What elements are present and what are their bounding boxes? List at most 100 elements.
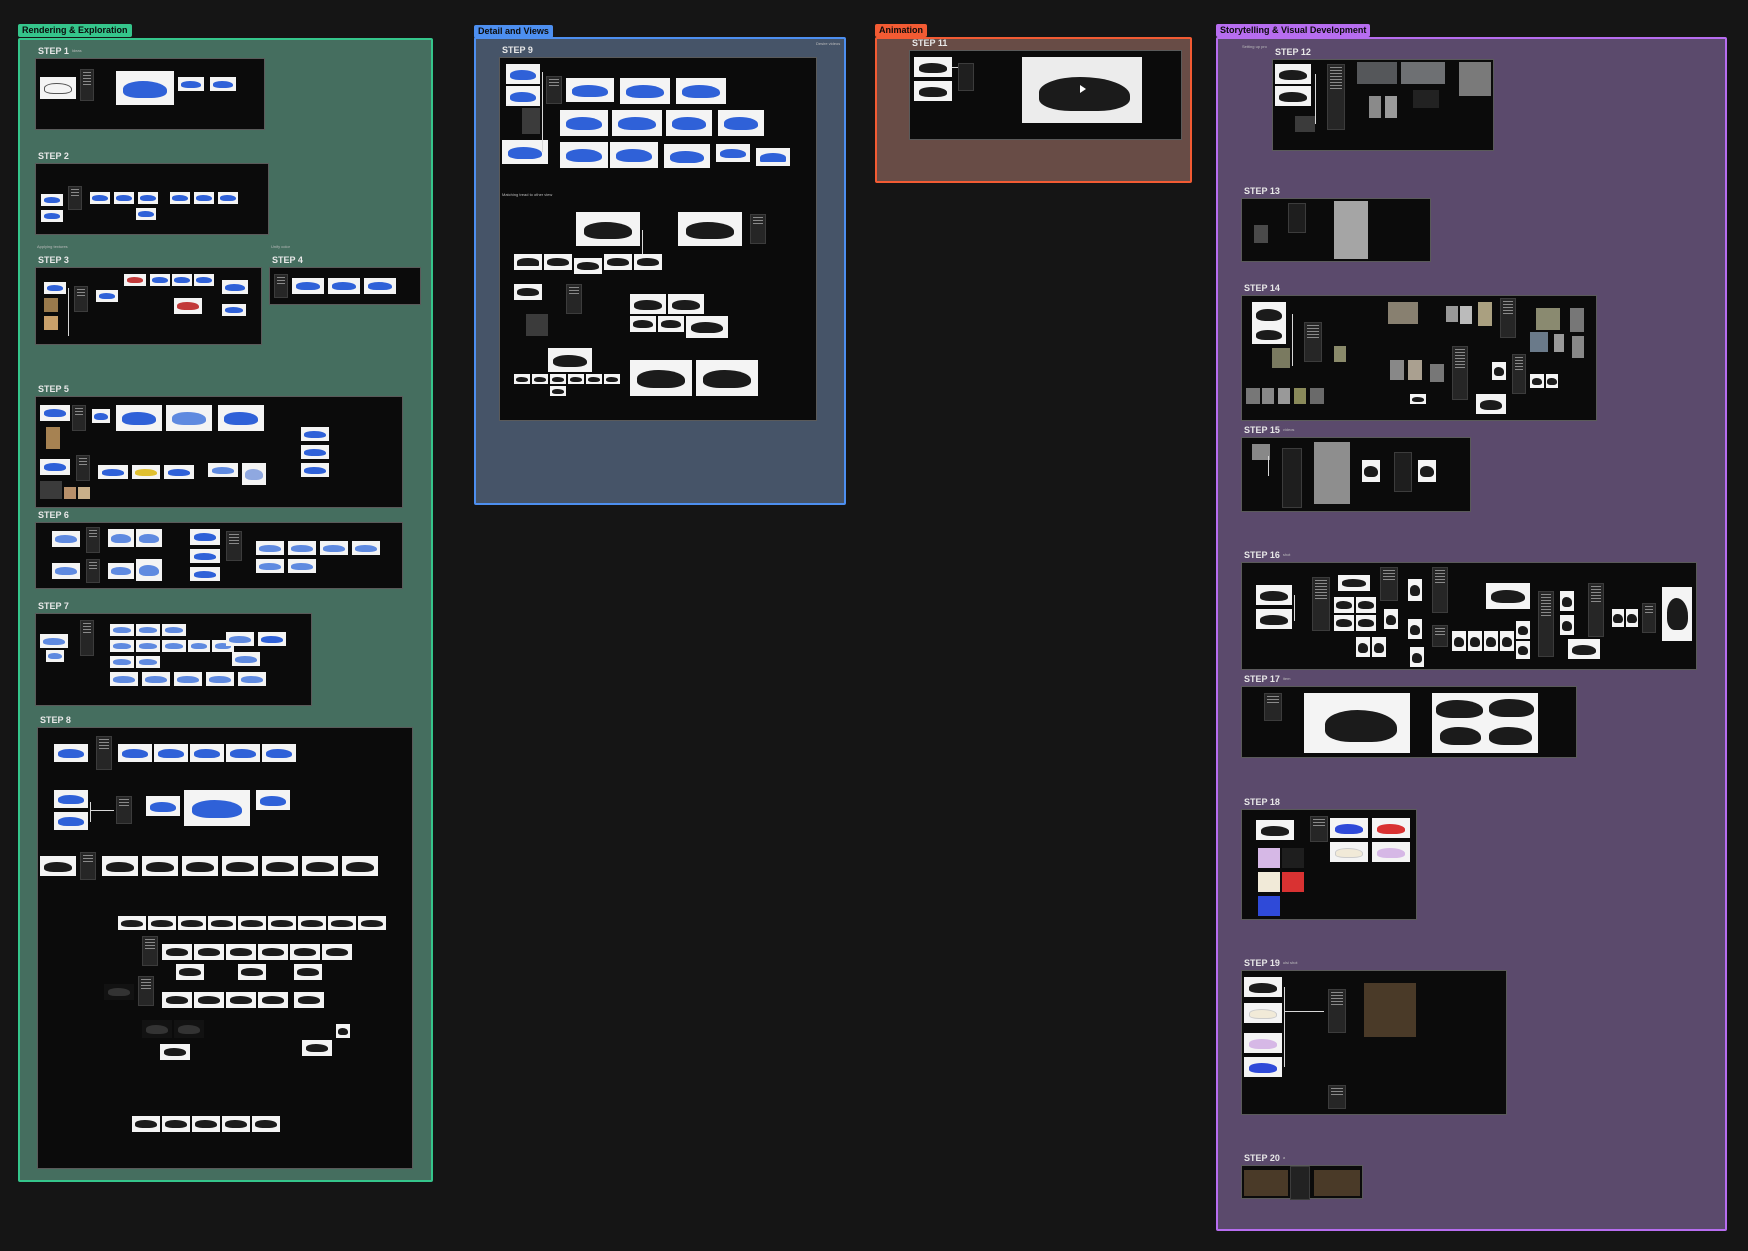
render-thumbnail[interactable] bbox=[162, 624, 186, 636]
render-thumbnail[interactable] bbox=[320, 541, 348, 555]
hero-render-thumbnail[interactable] bbox=[1304, 693, 1410, 753]
render-thumbnail[interactable] bbox=[1560, 591, 1574, 611]
color-swatch-cream[interactable] bbox=[1258, 872, 1280, 892]
render-thumbnail[interactable] bbox=[686, 316, 728, 338]
section-label-rendering[interactable]: Rendering & Exploration bbox=[18, 24, 132, 37]
step-1-frame[interactable] bbox=[35, 58, 265, 130]
render-thumbnail[interactable] bbox=[1356, 637, 1370, 657]
render-thumbnail[interactable] bbox=[54, 744, 88, 762]
render-thumbnail[interactable] bbox=[226, 632, 254, 646]
render-thumbnail[interactable] bbox=[218, 192, 238, 204]
photo-thumbnail[interactable] bbox=[1446, 306, 1458, 322]
render-thumbnail[interactable] bbox=[256, 790, 290, 810]
render-thumbnail[interactable] bbox=[1410, 647, 1424, 667]
render-thumbnail[interactable] bbox=[664, 144, 710, 168]
step-18-frame[interactable] bbox=[1241, 809, 1417, 920]
step-7-frame[interactable] bbox=[35, 613, 312, 706]
photo-thumbnail[interactable] bbox=[1295, 116, 1315, 132]
render-thumbnail[interactable] bbox=[226, 992, 256, 1008]
render-thumbnail[interactable] bbox=[576, 212, 640, 246]
render-thumbnail[interactable] bbox=[604, 374, 620, 384]
render-thumbnail[interactable] bbox=[176, 964, 204, 980]
render-thumbnail[interactable] bbox=[1356, 615, 1376, 631]
render-thumbnail[interactable] bbox=[336, 1024, 350, 1038]
texture-thumbnail[interactable] bbox=[64, 487, 76, 499]
photo-thumbnail[interactable] bbox=[1334, 346, 1346, 362]
photo-thumbnail[interactable] bbox=[1459, 62, 1491, 96]
render-thumbnail[interactable] bbox=[238, 672, 266, 686]
scene-photo-thumbnail[interactable] bbox=[1364, 983, 1416, 1037]
render-thumbnail[interactable] bbox=[40, 405, 70, 421]
render-thumbnail[interactable] bbox=[262, 744, 296, 762]
render-thumbnail[interactable] bbox=[1486, 583, 1530, 609]
texture-thumbnail[interactable] bbox=[40, 481, 62, 499]
colorway-thumbnail[interactable] bbox=[1330, 842, 1368, 862]
color-swatch-red[interactable] bbox=[1282, 872, 1304, 892]
render-thumbnail[interactable] bbox=[258, 632, 286, 646]
render-thumbnail[interactable] bbox=[44, 282, 66, 294]
render-thumbnail[interactable] bbox=[222, 1116, 250, 1132]
render-thumbnail[interactable] bbox=[1338, 575, 1370, 591]
render-thumbnail[interactable] bbox=[118, 916, 146, 930]
render-thumbnail[interactable] bbox=[184, 790, 250, 826]
step-3-frame[interactable] bbox=[35, 267, 262, 345]
section-label-animation[interactable]: Animation bbox=[875, 24, 927, 37]
render-thumbnail[interactable] bbox=[630, 294, 666, 314]
step-11-frame[interactable] bbox=[909, 50, 1182, 140]
render-thumbnail[interactable] bbox=[54, 790, 88, 808]
render-thumbnail[interactable] bbox=[514, 374, 530, 384]
render-thumbnail[interactable] bbox=[136, 208, 156, 220]
render-thumbnail[interactable] bbox=[226, 944, 256, 960]
render-thumbnail[interactable] bbox=[118, 744, 152, 762]
photo-thumbnail[interactable] bbox=[1294, 388, 1306, 404]
render-thumbnail[interactable] bbox=[110, 624, 134, 636]
render-thumbnail[interactable] bbox=[352, 541, 380, 555]
render-thumbnail[interactable] bbox=[162, 992, 192, 1008]
render-thumbnail[interactable] bbox=[41, 210, 63, 222]
render-thumbnail[interactable] bbox=[194, 192, 214, 204]
render-thumbnail[interactable] bbox=[1275, 64, 1311, 84]
texture-thumbnail[interactable] bbox=[44, 298, 58, 312]
render-thumbnail[interactable] bbox=[92, 409, 110, 423]
render-thumbnail[interactable] bbox=[550, 374, 566, 384]
photo-thumbnail[interactable] bbox=[1388, 302, 1418, 324]
render-thumbnail[interactable] bbox=[322, 944, 352, 960]
photo-thumbnail[interactable] bbox=[1478, 302, 1492, 326]
photo-thumbnail[interactable] bbox=[1401, 62, 1445, 84]
render-thumbnail[interactable] bbox=[548, 348, 592, 372]
render-thumbnail[interactable] bbox=[328, 916, 356, 930]
step-13-frame[interactable] bbox=[1241, 198, 1431, 262]
photo-thumbnail[interactable] bbox=[1572, 336, 1584, 358]
render-thumbnail[interactable] bbox=[242, 463, 266, 485]
photo-thumbnail[interactable] bbox=[1530, 332, 1548, 352]
render-thumbnail[interactable] bbox=[1384, 609, 1398, 629]
render-thumbnail[interactable] bbox=[222, 304, 246, 316]
photo-thumbnail[interactable] bbox=[1460, 306, 1472, 324]
photo-thumbnail[interactable] bbox=[1430, 364, 1444, 382]
render-thumbnail[interactable] bbox=[256, 541, 284, 555]
hero-render-thumbnail[interactable] bbox=[1432, 693, 1538, 753]
render-thumbnail[interactable] bbox=[301, 463, 329, 477]
scene-photo-thumbnail[interactable] bbox=[1314, 1170, 1360, 1196]
render-thumbnail[interactable] bbox=[514, 254, 542, 270]
photo-thumbnail[interactable] bbox=[1272, 348, 1290, 368]
render-thumbnail[interactable] bbox=[1492, 362, 1506, 380]
render-thumbnail[interactable] bbox=[666, 110, 712, 136]
texture-thumbnail[interactable] bbox=[78, 487, 90, 499]
render-thumbnail[interactable] bbox=[194, 944, 224, 960]
render-thumbnail[interactable] bbox=[1612, 609, 1624, 627]
photo-thumbnail[interactable] bbox=[1357, 62, 1397, 84]
render-thumbnail[interactable] bbox=[1256, 585, 1292, 605]
photo-thumbnail[interactable] bbox=[1390, 360, 1404, 380]
render-thumbnail[interactable] bbox=[716, 144, 750, 162]
render-thumbnail[interactable] bbox=[290, 944, 320, 960]
render-thumbnail[interactable] bbox=[630, 316, 656, 332]
render-thumbnail[interactable] bbox=[164, 465, 194, 479]
render-thumbnail[interactable] bbox=[238, 916, 266, 930]
render-thumbnail[interactable] bbox=[544, 254, 572, 270]
render-thumbnail[interactable] bbox=[268, 916, 296, 930]
colorway-thumbnail[interactable] bbox=[1244, 1057, 1282, 1077]
render-thumbnail[interactable] bbox=[668, 294, 704, 314]
render-thumbnail[interactable] bbox=[1362, 460, 1380, 482]
colorway-thumbnail[interactable] bbox=[1372, 818, 1410, 838]
